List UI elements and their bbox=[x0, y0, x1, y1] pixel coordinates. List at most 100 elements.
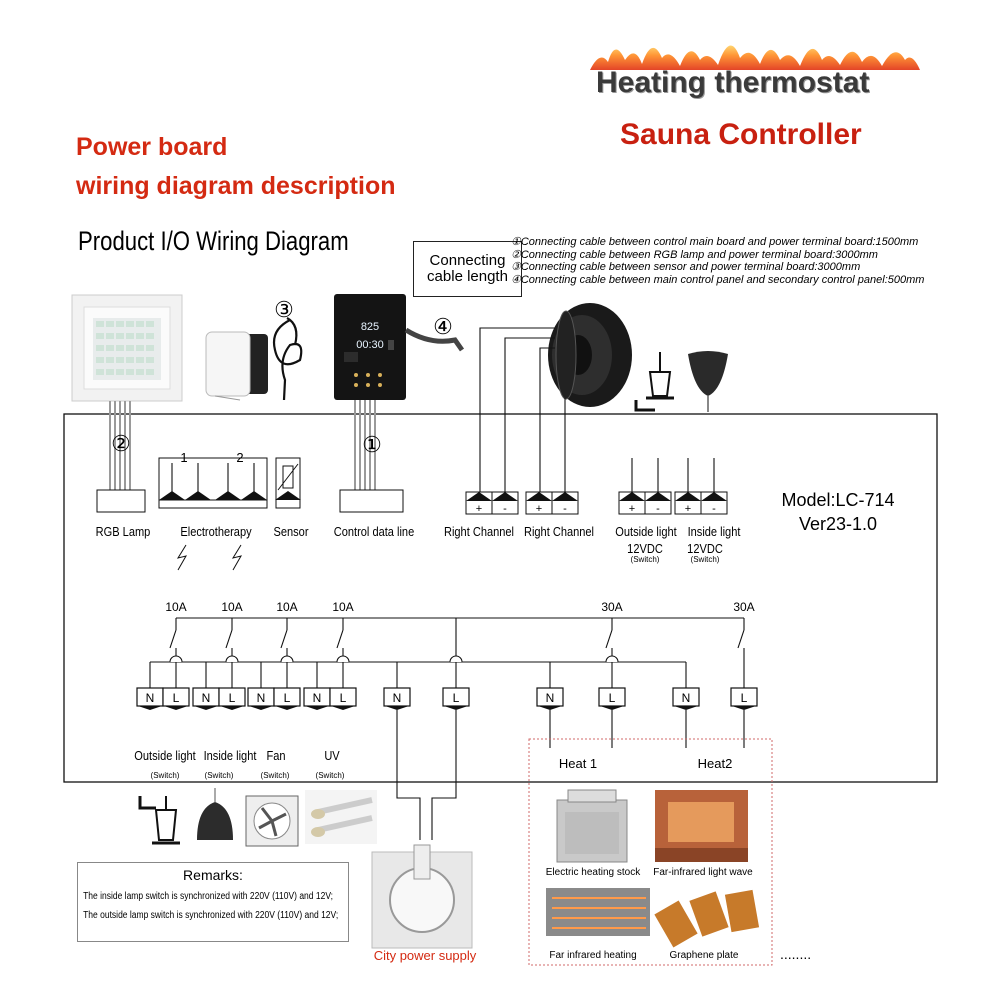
svg-text:+: + bbox=[629, 503, 635, 515]
svg-text:-: - bbox=[656, 503, 660, 515]
marker-3: ③ bbox=[274, 297, 294, 322]
connecting-notes: ①Connecting cable between control main b… bbox=[511, 236, 924, 286]
svg-text:N: N bbox=[257, 691, 266, 705]
inside-light-image-top bbox=[688, 351, 728, 412]
rgb-connector bbox=[96, 489, 146, 513]
switch-uv-label: (Switch) bbox=[315, 771, 345, 780]
flame-decoration bbox=[590, 30, 920, 70]
lightning-icon-1 bbox=[176, 544, 188, 571]
inside-light-12v-label: Inside light bbox=[687, 524, 741, 539]
model-name: Model:LC-714 bbox=[781, 490, 895, 510]
outside-light-label: Outside light bbox=[134, 748, 196, 763]
remarks-line-2: The outside lamp switch is synchronized … bbox=[83, 910, 339, 921]
inside-light-label: Inside light bbox=[203, 748, 257, 763]
voltage-2-label: 12VDC bbox=[687, 541, 723, 556]
uv-label: UV bbox=[324, 748, 340, 763]
graphene-plate-caption: Graphene plate bbox=[669, 950, 739, 961]
outside-light-12v-block bbox=[618, 491, 672, 515]
electric-heating-caption: Electric heating stock bbox=[545, 867, 641, 878]
right-channel-2-label: Right Channel bbox=[523, 524, 595, 539]
svg-text:+: + bbox=[536, 503, 542, 515]
ribbon-cable bbox=[404, 327, 465, 352]
speaker-image bbox=[548, 303, 632, 407]
svg-text:N: N bbox=[393, 691, 402, 705]
electrotherapy-pad-image bbox=[205, 331, 268, 401]
control-cable bbox=[354, 400, 376, 490]
svg-text:L: L bbox=[741, 691, 748, 705]
svg-text:L: L bbox=[340, 691, 347, 705]
svg-text:-: - bbox=[503, 503, 507, 515]
brand-subtitle: Sauna Controller bbox=[620, 118, 862, 151]
relay-6-rating: 30A bbox=[733, 600, 754, 614]
relay-1-rating: 10A bbox=[165, 600, 186, 614]
more-heaters-ellipsis: ........ bbox=[780, 946, 812, 962]
voltage-1-label: 12VDC bbox=[627, 541, 663, 556]
connecting-cable-label: Connecting cable length bbox=[427, 252, 508, 285]
marker-4: ④ bbox=[433, 314, 453, 339]
electro-num-1: 1 bbox=[180, 450, 187, 465]
outside-light-12v-label: Outside light bbox=[615, 524, 677, 539]
svg-text:L: L bbox=[284, 691, 291, 705]
speaker-wires bbox=[479, 327, 566, 456]
sensor-cable-image bbox=[272, 317, 303, 401]
right-channel-1-label: Right Channel bbox=[443, 524, 515, 539]
relay-wiring bbox=[149, 617, 745, 688]
electric-heating-stock-image bbox=[556, 789, 628, 863]
fan-image bbox=[245, 795, 299, 847]
right-channel-2-block bbox=[525, 491, 579, 515]
inside-light-image-bottom bbox=[197, 788, 233, 840]
connecting-cable-box: Connecting cable length bbox=[413, 241, 522, 297]
crossing-hops bbox=[169, 655, 619, 663]
uv-lamp-image bbox=[305, 790, 377, 844]
control-connector bbox=[339, 489, 404, 513]
remarks-title: Remarks: bbox=[183, 867, 243, 883]
heat2-label: Heat2 bbox=[698, 756, 733, 771]
svg-text:N: N bbox=[202, 691, 211, 705]
note-4: ④Connecting cable between main control p… bbox=[511, 273, 925, 286]
relay-4-rating: 10A bbox=[332, 600, 353, 614]
heater-wires bbox=[549, 710, 745, 748]
model-info: Model:LC-714 Ver23-1.0 bbox=[770, 488, 906, 536]
remarks-line-1: The inside lamp switch is synchronized w… bbox=[83, 891, 334, 902]
heater-options-box bbox=[528, 738, 773, 966]
marker-2: ② bbox=[111, 431, 131, 456]
heading-line2: wiring diagram description bbox=[76, 172, 396, 200]
svg-text:-: - bbox=[563, 503, 567, 515]
model-version: Ver23-1.0 bbox=[798, 514, 878, 534]
right-channel-1-block bbox=[465, 491, 519, 515]
marker-1: ① bbox=[362, 432, 382, 457]
svg-text:N: N bbox=[313, 691, 322, 705]
sensor-block bbox=[275, 457, 301, 509]
light-12v-wires bbox=[631, 458, 715, 492]
outside-light-image-top bbox=[634, 352, 674, 412]
lightning-icon-2 bbox=[231, 544, 243, 571]
svg-text:L: L bbox=[229, 691, 236, 705]
svg-text:L: L bbox=[173, 691, 180, 705]
control-panel-image bbox=[334, 294, 406, 400]
switch-fan-label: (Switch) bbox=[260, 771, 290, 780]
power-socket-image bbox=[371, 844, 473, 949]
diagram-title: Product I/O Wiring Diagram bbox=[78, 226, 349, 256]
switch-2-label: (Switch) bbox=[690, 555, 720, 564]
graphene-plate-image bbox=[654, 889, 760, 948]
switch-1-label: (Switch) bbox=[630, 555, 660, 564]
svg-text:-: - bbox=[712, 503, 716, 515]
far-infrared-heating-caption: Far infrared heating bbox=[549, 950, 637, 961]
svg-text:L: L bbox=[609, 691, 616, 705]
remarks-box: Remarks: The inside lamp switch is synch… bbox=[77, 862, 349, 942]
rgb-lamp-label: RGB Lamp bbox=[95, 524, 151, 539]
outside-light-image-bottom bbox=[138, 796, 180, 845]
note-3: ③Connecting cable between sensor and pow… bbox=[511, 261, 861, 273]
svg-text:N: N bbox=[682, 691, 691, 705]
rgb-led-grid bbox=[96, 321, 154, 375]
electrotherapy-wires bbox=[171, 463, 255, 492]
board-outline bbox=[63, 413, 938, 783]
svg-text:L: L bbox=[453, 691, 460, 705]
audio-terminal-wires bbox=[479, 456, 566, 492]
relay-3-rating: 10A bbox=[276, 600, 297, 614]
svg-text:N: N bbox=[146, 691, 155, 705]
power-cable bbox=[396, 710, 457, 840]
panel-temp-display: 825 bbox=[361, 321, 379, 333]
switch-inside-label: (Switch) bbox=[204, 771, 234, 780]
